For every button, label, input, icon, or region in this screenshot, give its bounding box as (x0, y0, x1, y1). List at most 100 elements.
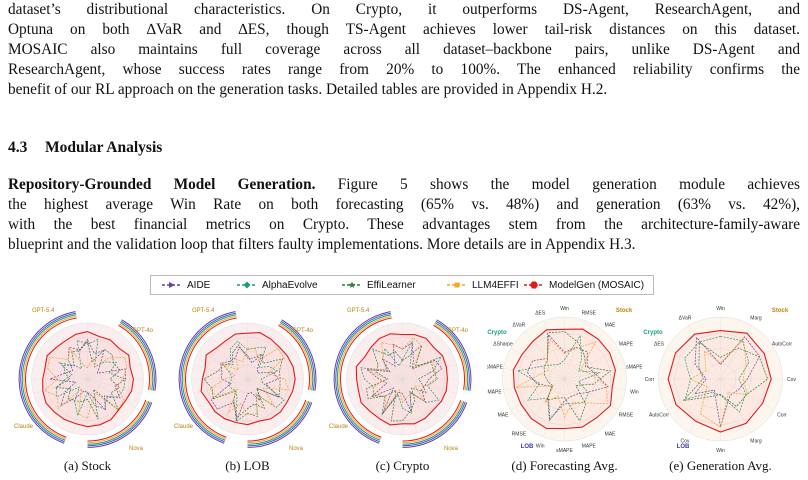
radar-spoke (543, 378, 565, 438)
backbone-arc (184, 312, 236, 357)
backbone-arc (402, 400, 462, 442)
radar-spoke (402, 339, 443, 380)
legend-marker (243, 281, 251, 289)
radar-spoke (232, 378, 248, 434)
radar-axis-label: Win (536, 444, 545, 450)
backbone-label: Claude (14, 424, 34, 430)
backbone-arc (436, 319, 472, 391)
body-paragraph-2: Repository-Grounded Model Generation. Fi… (8, 175, 800, 255)
backbone-arc (402, 400, 463, 444)
backbone-label: Nova (129, 446, 144, 452)
radar-spoke (87, 378, 137, 408)
radar-spoke (564, 378, 619, 411)
legend-entry: AIDE (161, 279, 210, 293)
radar-axis-label: MAE (605, 323, 617, 329)
radar-group-label: Crypto (487, 330, 507, 336)
radar-spoke (348, 364, 403, 380)
backbone-arc (402, 401, 465, 445)
backbone-arc (87, 401, 151, 447)
radar-series-2 (203, 344, 284, 419)
backbone-arc (183, 357, 226, 440)
radar-axis-label: MAE (498, 413, 510, 419)
radar-spoke (402, 364, 457, 380)
radar-spoke (353, 378, 403, 408)
backbone-arc (435, 320, 470, 391)
radar-axis-label: ΔVaR (513, 323, 526, 329)
radar-axis-label: ΔES (654, 342, 665, 348)
text-line: Repository-Grounded Model Generation. Fi… (8, 175, 800, 195)
radar-axis-label: Win (716, 306, 725, 312)
backbone-arc (340, 357, 382, 438)
backbone-arc (185, 357, 227, 438)
radar-spoke (33, 364, 88, 380)
radar-spoke (387, 378, 403, 434)
radar-series-3 (43, 348, 128, 419)
subfigure-caption: (e) Generation Avg. (669, 458, 772, 473)
legend-swatch-icon (342, 281, 362, 289)
radar-spoke (524, 331, 565, 380)
radar-chart-panel: WinMargAutoCorrCovCorrMargWinCovAutoCorr… (643, 306, 796, 454)
legend-label: AIDE (187, 280, 211, 291)
backbone-arc (335, 355, 380, 443)
section-number: 4.3 (8, 139, 28, 156)
radar-series-4 (355, 333, 448, 426)
radar-series-3 (367, 337, 436, 412)
radar-group-label: Crypto (643, 330, 663, 336)
radar-spoke (87, 350, 137, 380)
backbone-arc (87, 400, 147, 442)
backbone-label: Nova (444, 446, 459, 452)
backbone-arc (25, 314, 77, 357)
backbone-arc (279, 323, 312, 391)
radar-spoke (87, 378, 142, 394)
radar-series-3 (689, 338, 748, 428)
backbone-arc (21, 356, 66, 441)
radar-group-label: LOB (521, 444, 534, 450)
radar-spoke (87, 378, 103, 434)
legend-label: AlphaEvolve (262, 280, 318, 291)
paragraph-heading: Repository-Grounded Model Generation. (8, 176, 316, 193)
radar-spoke (87, 330, 116, 380)
backbone-arc (336, 356, 381, 441)
paragraph-text: Figure 5 shows the model generation modu… (315, 176, 800, 193)
radar-axis-label: sMAPE (626, 365, 642, 371)
radar-axis-label: RMSE (512, 431, 527, 437)
backbone-arc (180, 355, 225, 443)
radar-axis-label: Corr (645, 377, 655, 383)
radar-spoke (689, 378, 721, 433)
text-line: blueprint and the validation loop that f… (8, 236, 636, 254)
text-line: benefit of our RL approach on the genera… (8, 81, 608, 99)
text-line: MOSAIC also maintains full coverage acro… (8, 41, 800, 59)
radar-series-2 (54, 340, 121, 420)
backbone-label: Claude (174, 424, 194, 430)
backbone-arc (27, 315, 77, 358)
backbone-arc (402, 401, 466, 447)
radar-spoke (59, 330, 88, 380)
backbone-arc (188, 317, 237, 358)
radar-spoke (247, 378, 297, 408)
radar-spoke (402, 378, 431, 428)
backbone-label: Claude (329, 424, 349, 430)
legend-label: EffiLearner (367, 280, 416, 291)
text-line: ResearchAgent, whose success rates range… (8, 61, 800, 79)
radar-spoke (247, 378, 263, 434)
backbone-arc (24, 312, 76, 357)
radar-group-label: Stock (616, 308, 633, 314)
text-line: the highest average Win Rate on both for… (8, 196, 800, 214)
radar-spoke (564, 331, 605, 380)
legend-entry: AlphaEvolve (236, 279, 318, 293)
backbone-label: GPT-4o (132, 328, 153, 334)
radar-axis-label: AutoCorr (772, 342, 792, 348)
legend-entry: EffiLearner (341, 279, 416, 293)
legend-swatch-icon (237, 281, 257, 289)
radar-series-4 (42, 331, 134, 428)
backbone-arc (187, 315, 237, 358)
backbone-arc (343, 317, 392, 358)
legend-label: LLM4EFFI (472, 280, 519, 291)
backbone-arc (121, 319, 157, 391)
backbone-arc (281, 319, 317, 391)
backbone-arc (87, 402, 153, 448)
radar-axis-label: Win (716, 448, 725, 454)
